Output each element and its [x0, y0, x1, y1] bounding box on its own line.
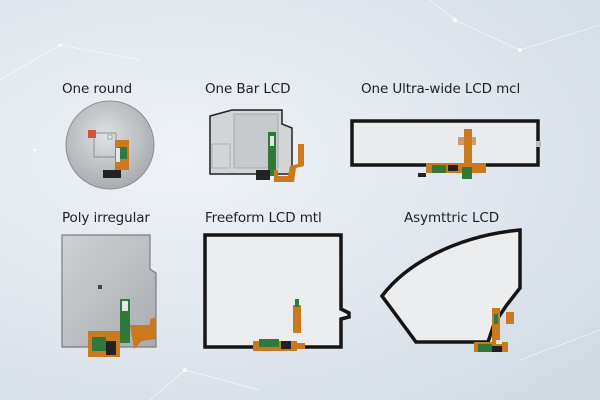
- label-one-bar-lcd: One Bar LCD: [205, 81, 291, 97]
- freeform-lcd-panel: [197, 229, 357, 361]
- label-poly-irregular: Poly irregular: [62, 210, 150, 226]
- label-one-round: One round: [62, 81, 133, 97]
- label-freeform-lcd: Freeform LCD mtl: [205, 210, 322, 226]
- bar-lcd-panel: [204, 104, 309, 189]
- asymmetric-lcd-panel: [376, 224, 526, 369]
- label-ultra-wide-lcd: One Ultra-wide LCD mcl: [361, 81, 521, 97]
- label-asymmetric-lcd: Asymttric LCD: [404, 210, 500, 226]
- poly-irregular-lcd-panel: [58, 229, 163, 364]
- round-lcd-panel: [60, 100, 165, 192]
- ultra-wide-lcd-panel: [348, 117, 543, 189]
